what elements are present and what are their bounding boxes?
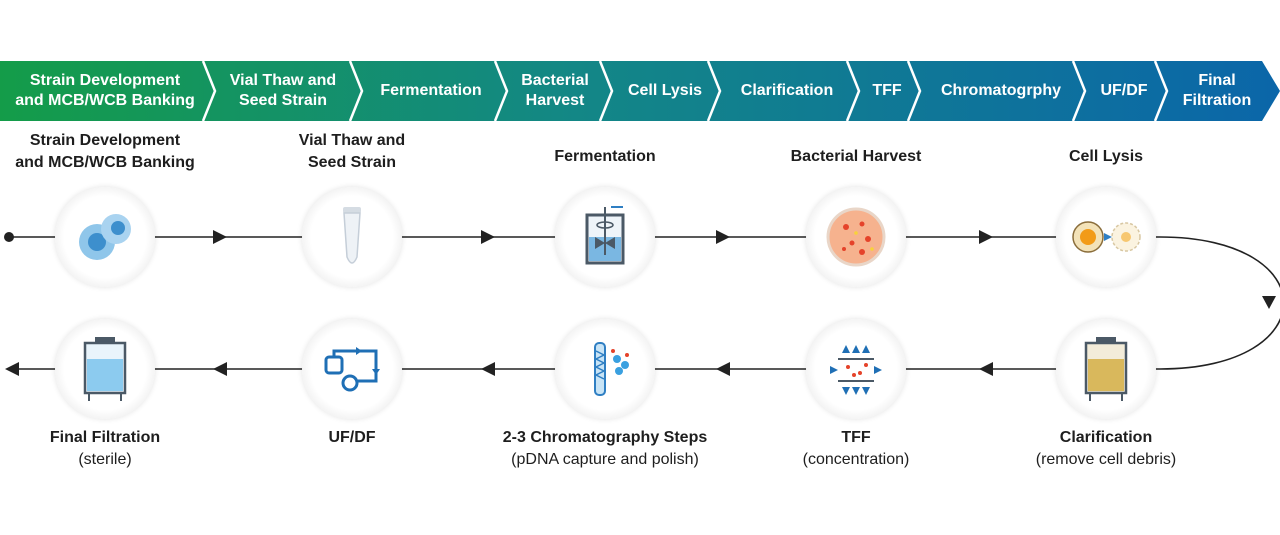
step-label-ufdf: UF/DF xyxy=(232,427,472,449)
step-title: TFF xyxy=(841,429,871,446)
arrow-right-icon xyxy=(213,230,227,244)
step-node-bacterial-harvest xyxy=(806,187,906,287)
vial-icon xyxy=(343,207,361,264)
step-label-chromatography: 2-3 Chromatography Steps (pDNA capture a… xyxy=(485,427,725,471)
banner-step-clarification: Clarification xyxy=(740,82,834,99)
banner-step-ufdf: UF/DF xyxy=(1100,82,1148,99)
chromatography-column-icon xyxy=(594,342,629,396)
tff-filter-icon xyxy=(830,345,882,395)
step-title: Final Filtration xyxy=(49,429,161,446)
chevron-divider xyxy=(706,61,722,121)
ufdf-skid-icon xyxy=(324,347,380,392)
chevron-divider xyxy=(845,61,861,121)
chevron-divider xyxy=(348,61,364,121)
clarification-tank-icon xyxy=(1084,337,1128,401)
banner-step-chromatography: Chromatogrphy xyxy=(941,82,1061,99)
banner-step-final-filtration: Final Filtration xyxy=(1182,72,1252,109)
arrow-right-icon xyxy=(716,230,730,244)
step-node-strain-development xyxy=(55,187,155,287)
step-node-vial-thaw xyxy=(302,187,402,287)
arrow-right-icon xyxy=(979,230,993,244)
cells-icon xyxy=(79,214,131,260)
petri-dish-icon xyxy=(826,207,886,267)
banner-step-cell-lysis: Cell Lysis xyxy=(627,82,703,99)
step-node-tff xyxy=(806,319,906,419)
arrow-left-icon xyxy=(5,362,19,376)
cell-lysis-icon xyxy=(1072,221,1141,253)
arrow-right-icon xyxy=(481,230,495,244)
step-node-cell-lysis xyxy=(1056,187,1156,287)
banner-step-vial-thaw: Vial Thaw and Seed Strain xyxy=(229,72,337,109)
turn-flow-curve xyxy=(1159,236,1280,370)
fermenter-icon xyxy=(585,206,625,265)
step-label-final-filtration: Final Filtration (sterile) xyxy=(0,427,225,471)
banner-step-tff: TFF xyxy=(872,82,902,99)
step-title: Vial Thaw and Seed Strain xyxy=(298,132,406,171)
step-title: 2-3 Chromatography Steps xyxy=(502,429,708,446)
banner-step-fermentation: Fermentation xyxy=(380,82,482,99)
step-label-clarification: Clarification (remove cell debris) xyxy=(986,427,1226,471)
arrow-left-icon xyxy=(979,362,993,376)
arrow-left-icon xyxy=(716,362,730,376)
arrow-left-icon xyxy=(213,362,227,376)
arrow-down-icon xyxy=(1262,296,1276,309)
chevron-divider xyxy=(201,61,217,121)
arrow-left-icon xyxy=(481,362,495,376)
chevron-divider xyxy=(1071,61,1087,121)
sterile-tank-icon xyxy=(83,337,127,401)
start-dot xyxy=(4,232,14,242)
step-title: Cell Lysis xyxy=(1068,148,1144,165)
step-node-ufdf xyxy=(302,319,402,419)
step-title: UF/DF xyxy=(328,429,376,446)
banner-step-strain-development: Strain Development and MCB/WCB Banking xyxy=(15,72,195,109)
step-label-vial-thaw: Vial Thaw and Seed Strain xyxy=(232,130,472,174)
step-subtitle: (remove cell debris) xyxy=(1035,451,1177,468)
step-title: Strain Development and MCB/WCB Banking xyxy=(15,132,195,171)
process-banner xyxy=(0,61,1280,121)
step-title: Clarification xyxy=(1059,429,1153,446)
step-label-fermentation: Fermentation xyxy=(485,146,725,168)
step-node-fermentation xyxy=(555,187,655,287)
step-node-chromatography xyxy=(555,319,655,419)
step-label-strain-development: Strain Development and MCB/WCB Banking xyxy=(0,130,225,174)
chevron-divider xyxy=(493,61,509,121)
banner-step-bacterial-harvest: Bacterial Harvest xyxy=(521,72,589,109)
step-node-final-filtration xyxy=(55,319,155,419)
step-label-cell-lysis: Cell Lysis xyxy=(986,146,1226,168)
step-subtitle: (pDNA capture and polish) xyxy=(511,451,699,468)
step-title: Bacterial Harvest xyxy=(790,148,922,165)
step-node-clarification xyxy=(1056,319,1156,419)
step-subtitle: (sterile) xyxy=(78,451,132,468)
chevron-divider xyxy=(906,61,922,121)
step-label-tff: TFF (concentration) xyxy=(736,427,976,471)
step-label-bacterial-harvest: Bacterial Harvest xyxy=(736,146,976,168)
chevron-divider xyxy=(1153,61,1169,121)
chevron-divider xyxy=(598,61,614,121)
step-title: Fermentation xyxy=(554,148,656,165)
banner-background xyxy=(0,61,1280,121)
step-subtitle: (concentration) xyxy=(802,451,910,468)
